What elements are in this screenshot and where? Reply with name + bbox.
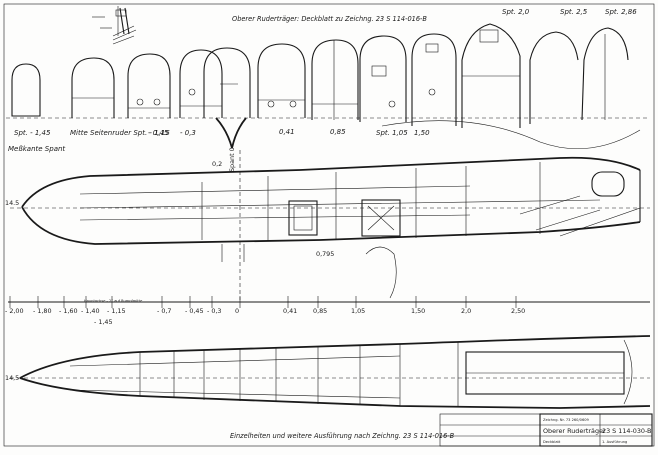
station-label: 0,85 — [313, 307, 327, 315]
side-view: 14,5 — [5, 335, 651, 409]
rib-label-8: 1,50 — [414, 129, 430, 137]
rib-profile-10 — [461, 23, 521, 128]
station-label: - 0,7 — [157, 307, 172, 315]
plan-outline — [21, 156, 641, 208]
station-label: - 1,80 — [33, 307, 52, 315]
station-label: 2,50 — [511, 307, 525, 315]
rib-label-5: 0,41 — [279, 128, 295, 136]
rib-label-11: Spt. 2,86 — [605, 8, 637, 16]
plan-view: Meßkante Spant 14.5 Spant 0 0,2 Hauptach… — [5, 145, 650, 303]
rib-sections — [6, 23, 650, 150]
value-minus-1-45: - 1,45 — [94, 318, 113, 326]
rib-profile-4 — [179, 49, 223, 118]
station-label: - 1,60 — [59, 307, 78, 315]
rib-profile-1 — [11, 63, 41, 117]
rib-label-3: - 0,45 — [148, 129, 169, 137]
title-block: Oberer Ruderträger 23 S 114-030-B Deckbl… — [439, 413, 653, 447]
rib-label-1: Spt. - 1,45 — [14, 129, 51, 137]
station-label: 2,0 — [461, 307, 471, 315]
value-0-2: 0,2 — [212, 160, 222, 168]
station-label: - 2,00 — [5, 307, 24, 315]
title-block-reference: Zeichng. Nr. 73 260/0609 — [543, 418, 590, 422]
sheet-border — [3, 3, 655, 447]
station-label: - 1,15 — [107, 307, 126, 315]
station-label: 0,41 — [283, 307, 297, 315]
rib-profile-12 — [581, 27, 629, 121]
station-label: - 1,40 — [81, 307, 100, 315]
title-block-name: Oberer Ruderträger — [543, 427, 606, 435]
station-axis: - 2,00 - 1,80 - 1,60- 1,40 - 1,15 - 0,7 - 0,4… — [5, 296, 650, 326]
drawing-title: Oberer Ruderträger: Deckblatt zu Zeichng… — [232, 15, 427, 23]
rib-label-2: Mitte Seitenruder Spt. - 1,15 — [70, 129, 170, 137]
rib-profile-6 — [257, 43, 306, 118]
rib-profile-2 — [71, 57, 115, 118]
plan-rounded-box — [591, 171, 625, 197]
side-outline-upper — [19, 335, 651, 379]
plan-box-1 — [288, 200, 318, 236]
section-marker-top-left: 14.5 — [5, 199, 19, 207]
rib-section-labels: Spt. - 1,45 Mitte Seitenruder Spt. - 1,1… — [14, 8, 637, 137]
hinge-note: Hauptachse - 2° auf Rumpfmitte — [84, 299, 143, 303]
station-label: 1,05 — [351, 307, 365, 315]
tail-sweep-line — [381, 120, 641, 150]
station-label: 0 — [235, 307, 239, 315]
rib-profile-3 — [127, 53, 171, 118]
rib-profile-7 — [311, 39, 359, 120]
station-label: 1,50 — [411, 307, 425, 315]
station-label: - 0,45 — [185, 307, 204, 315]
title-block-edition: 1. Ausführung — [602, 440, 627, 444]
rib-label-4: - 0,3 — [180, 129, 196, 137]
drawing-footer: Einzelheiten und weitere Ausführung nach… — [230, 432, 455, 440]
station-label: - 0,3 — [207, 307, 222, 315]
left-note: Meßkante Spant — [8, 145, 65, 153]
plan-box-2 — [361, 199, 401, 237]
rib-label-9: Spt. 2,0 — [502, 8, 530, 16]
rib-label-10: Spt. 2,5 — [560, 8, 588, 16]
title-block-subtitle: Deckblatt — [543, 440, 561, 444]
spant-0-label: Spant 0 — [228, 147, 236, 172]
side-outline-lower — [19, 377, 651, 409]
rib-profile-9 — [411, 33, 457, 126]
value-0-795: 0,795 — [316, 250, 334, 258]
rib-label-6: 0,85 — [330, 128, 346, 136]
rib-profile-8 — [359, 35, 407, 122]
rib-label-7: Spt. 1,05 — [376, 129, 408, 137]
rib-profile-5 — [203, 47, 251, 118]
rib-profile-11 — [529, 31, 579, 124]
detail-sketch — [92, 6, 137, 45]
title-block-number: 23 S 114-030-B — [602, 427, 651, 435]
